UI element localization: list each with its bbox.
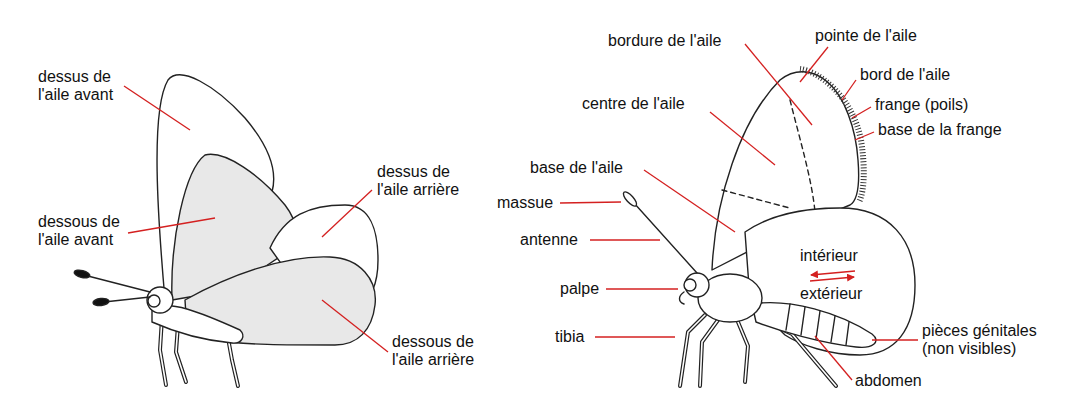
part-label: bordure de l'aile bbox=[608, 32, 721, 50]
part-label: dessous de l'aile arrière bbox=[392, 333, 502, 369]
direction-label: intérieur bbox=[800, 247, 858, 265]
part-label: frange (poils) bbox=[875, 96, 968, 114]
part-label: dessus de l'aile avant bbox=[38, 68, 130, 104]
part-label: pièces génitales (non visibles) bbox=[922, 322, 1062, 358]
left-antenna bbox=[84, 275, 150, 292]
antenna bbox=[634, 203, 697, 273]
direction-label: extérieur bbox=[800, 285, 862, 303]
antenna-club bbox=[621, 190, 638, 208]
dashed-boundary bbox=[722, 190, 790, 208]
part-label: centre de l'aile bbox=[582, 95, 685, 113]
head bbox=[685, 273, 709, 297]
leader-lines bbox=[124, 44, 918, 380]
left-antenna bbox=[104, 297, 150, 302]
part-label: dessous de l'aile avant bbox=[38, 213, 130, 249]
part-label: massue bbox=[497, 194, 553, 212]
part-label: bord de l'aile bbox=[860, 66, 950, 84]
part-label: base de l'aile bbox=[530, 159, 623, 177]
left-head bbox=[147, 287, 173, 313]
eye bbox=[684, 279, 696, 291]
antenna-club bbox=[73, 269, 90, 280]
part-label: dessus de l'aile arrière bbox=[377, 163, 477, 199]
part-label: abdomen bbox=[855, 372, 922, 390]
part-label: palpe bbox=[560, 280, 599, 298]
part-label: antenne bbox=[520, 231, 578, 249]
part-label: tibia bbox=[555, 328, 584, 346]
antenna-club bbox=[93, 298, 110, 307]
palp bbox=[680, 292, 685, 304]
part-label: base de la frange bbox=[878, 121, 1002, 139]
part-label: pointe de l'aile bbox=[815, 27, 917, 45]
hindwing bbox=[745, 208, 915, 355]
dashed-boundary bbox=[790, 100, 815, 212]
wing-fringe bbox=[800, 69, 864, 202]
abdomen-shape bbox=[752, 303, 876, 348]
